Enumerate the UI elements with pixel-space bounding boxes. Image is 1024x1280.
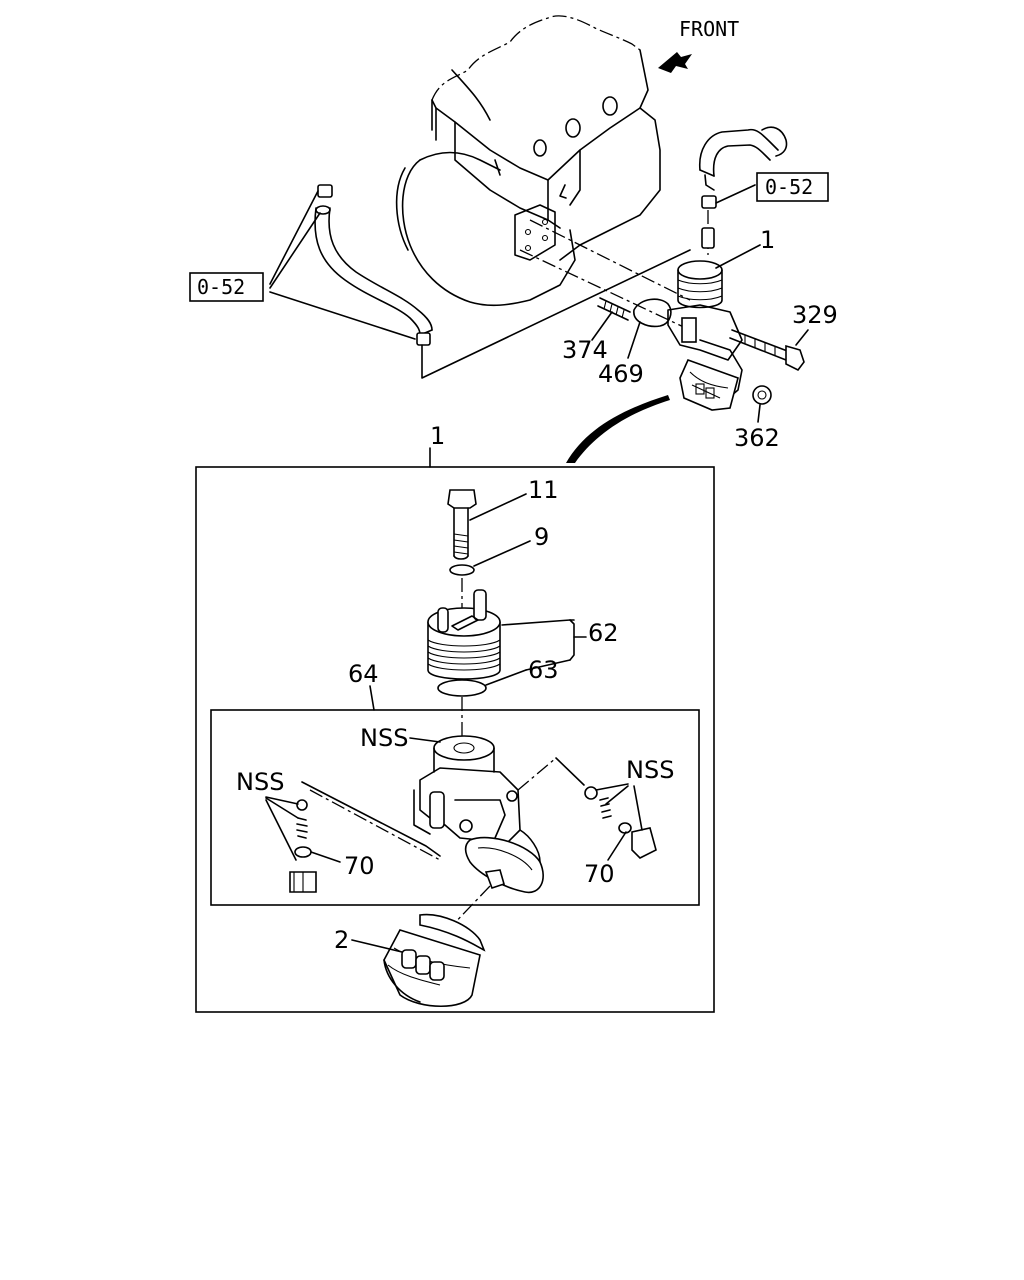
label-nss-top: NSS	[360, 724, 408, 752]
bolt-329: 329	[729, 301, 838, 372]
label-11: 11	[528, 476, 559, 504]
bolt-11: 11	[447, 476, 559, 560]
upper-oil-cooler-assembly	[667, 210, 743, 411]
detail-callout-arrow	[566, 395, 670, 463]
mount-centerline-upper	[519, 249, 691, 331]
label-329: 329	[792, 301, 838, 329]
upper-right-hose	[698, 126, 788, 209]
left-relief-valve-group: NSS 70	[236, 768, 441, 893]
reference-box-upper-right: 0-52	[756, 172, 829, 202]
label-70-right: 70	[584, 860, 615, 888]
stud-374: 374	[562, 297, 631, 364]
reference-box-upper-left: 0-52	[189, 272, 264, 302]
label-70-left: 70	[344, 852, 375, 880]
label-62: 62	[588, 619, 619, 647]
label-1-top: 1	[760, 226, 775, 254]
oil-filter-2: 2	[334, 885, 491, 1008]
front-arrow-icon	[658, 52, 692, 73]
label-64: 64	[348, 660, 379, 688]
oil-cooler-body: NSS	[360, 724, 521, 846]
gasket-469: 469	[598, 298, 672, 388]
o-ring-63: 63	[437, 656, 571, 697]
o-ring-9: 9	[449, 523, 549, 576]
front-label: FRONT	[679, 17, 739, 41]
nut-362: 362	[734, 385, 780, 452]
label-63: 63	[528, 656, 559, 684]
label-nss-left: NSS	[236, 768, 284, 796]
label-1-box: 1	[430, 422, 445, 450]
label-2: 2	[334, 926, 349, 954]
label-nss-right: NSS	[626, 756, 674, 784]
engine-block-illustration	[395, 15, 661, 307]
oil-cooler-element-62: 62	[427, 578, 619, 680]
label-9: 9	[534, 523, 549, 551]
filter-mount-plate	[464, 829, 544, 894]
upper-left-hose	[269, 184, 433, 346]
label-374: 374	[562, 336, 608, 364]
label-362: 362	[734, 424, 780, 452]
sub-assembly-box-64	[210, 709, 700, 906]
label-469: 469	[598, 360, 644, 388]
right-relief-valve-group: NSS 70	[517, 756, 674, 888]
front-direction-indicator: FRONT	[658, 17, 739, 73]
mount-centerline-lower	[529, 219, 691, 301]
ref-label-upper-left: 0-52	[197, 275, 245, 299]
mount-leader-line	[421, 249, 691, 379]
detail-box	[195, 466, 715, 1013]
ref-label-upper-right: 0-52	[765, 175, 813, 199]
